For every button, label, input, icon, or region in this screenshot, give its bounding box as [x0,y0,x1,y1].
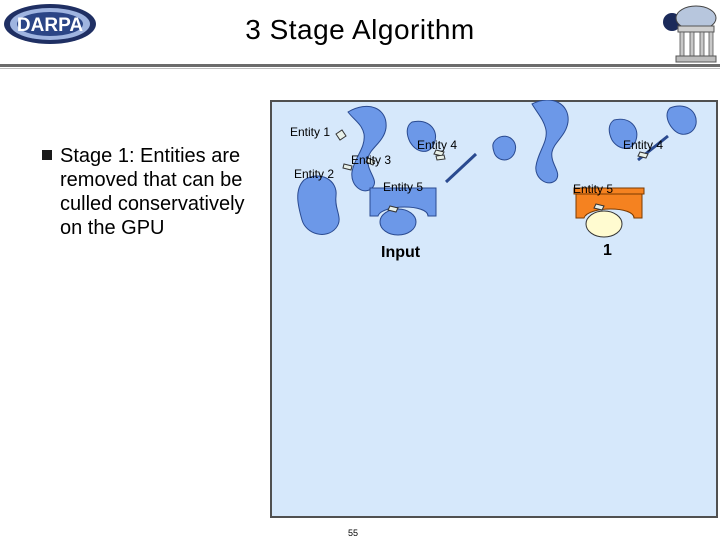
left-label-entity-4: Entity 4 [417,138,458,152]
camera-icons [335,129,446,213]
entity-1-shape [347,105,387,192]
left-label-entity-2: Entity 2 [294,167,335,181]
entity-5-shape [369,187,437,217]
ghost-entity-right [666,105,697,135]
ghost-entity-1 [531,100,569,184]
result-camera-icons [593,151,649,211]
entity-4-shape [444,152,478,184]
page-number: 55 [348,528,359,538]
bullet-square-icon [42,150,52,160]
left-caption: Input [381,244,421,261]
result-entity-5 [575,191,643,219]
sphere-shape [379,208,417,236]
culling-diagram [297,100,697,238]
slide-title: 3 Stage Algorithm [245,14,475,45]
darpa-logo-text: DARPA [17,15,83,36]
ghost-entity-3 [608,118,638,149]
result-sphere [585,210,623,238]
left-label-entity-5: Entity 5 [383,180,424,194]
bullet-text: Stage 1: Entities are removed that can b… [60,145,245,239]
ghost-entity-2 [492,135,516,161]
diagram-panel [270,100,718,518]
darpa-logo: DARPA [4,4,96,44]
right-caption: 1 [603,242,612,259]
title-rule [0,64,720,67]
right-label-entity-5: Entity 5 [573,182,614,196]
entity-3-shape [406,120,436,152]
left-label-entity-3: Entity 3 [351,153,392,167]
result-bar [573,187,645,195]
entity-2-shape [297,175,340,235]
right-label-entity-4: Entity 4 [623,138,664,152]
left-label-entity-1: Entity 1 [290,125,331,139]
title-rule-thin [0,68,720,69]
temple-logo-icon [663,5,717,63]
